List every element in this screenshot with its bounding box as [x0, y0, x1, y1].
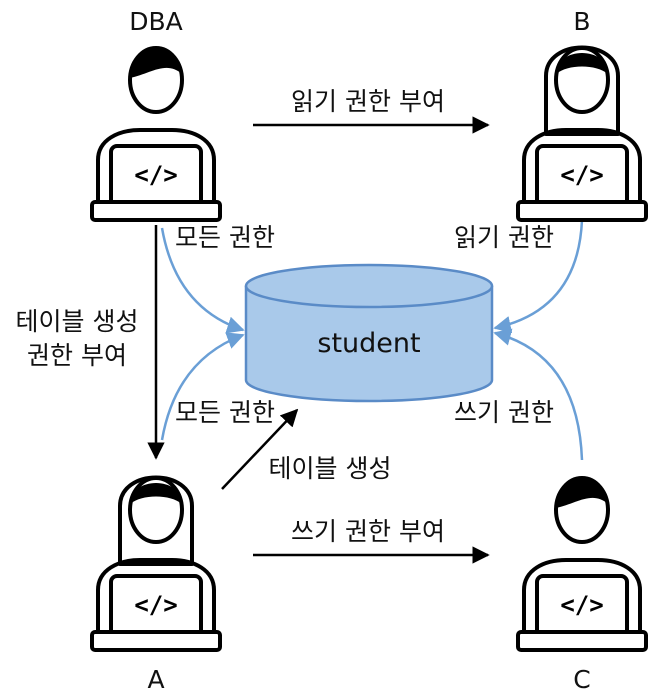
arrow-dba-db-access: [160, 227, 245, 334]
user-a-label: A: [147, 665, 164, 694]
user-dba-icon: [90, 46, 222, 222]
label-a-to-db: 테이블 생성: [269, 454, 392, 483]
label-a-db-access: 모든 권한: [175, 398, 275, 427]
label-a-to-c: 쓰기 권한 부여: [291, 517, 445, 546]
arrow-a-to-db: [221, 408, 299, 490]
arrow-c-db-access: [493, 328, 584, 461]
label-dba-to-a-line1: 테이블 생성: [16, 307, 139, 336]
user-c-label: C: [573, 665, 590, 694]
user-b-label: B: [573, 7, 590, 36]
arrow-a-db-access: [160, 332, 245, 441]
user-a-icon: [90, 475, 222, 652]
user-dba-label: DBA: [129, 7, 183, 36]
database-cylinder: [244, 263, 494, 403]
label-dba-to-a-line2: 권한 부여: [27, 341, 127, 370]
label-c-db-access: 쓰기 권한: [454, 398, 554, 427]
arrow-b-db-access: [493, 219, 584, 334]
database-label: student: [317, 328, 420, 359]
label-b-db-access: 읽기 권한: [454, 223, 554, 252]
user-b-icon: [516, 45, 648, 222]
user-c-icon: [516, 476, 648, 652]
label-dba-to-b: 읽기 권한 부여: [291, 87, 445, 116]
label-dba-db-access: 모든 권한: [175, 223, 275, 252]
